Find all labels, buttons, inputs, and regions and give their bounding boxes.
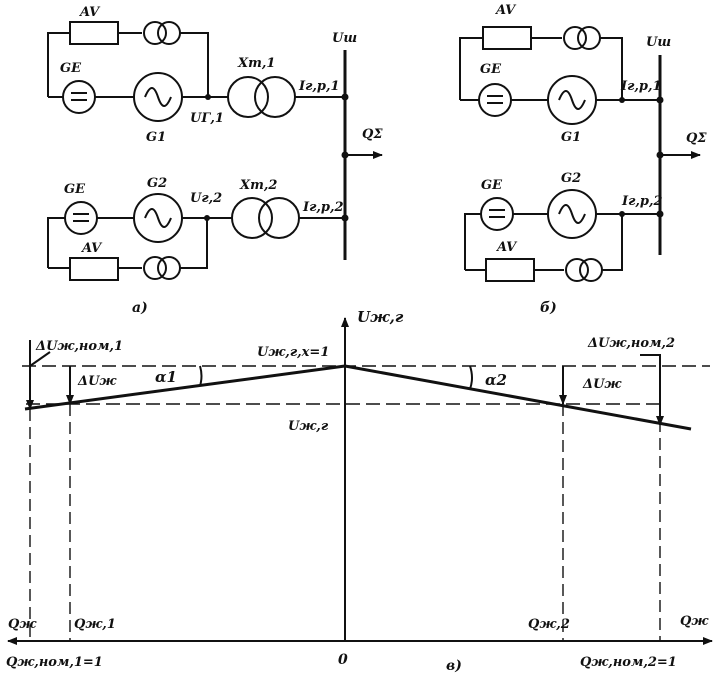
av-bot-wire-right: [180, 218, 208, 269]
droop-line-2: [344, 364, 692, 431]
b-ge-bot-icon: [480, 197, 514, 231]
label-q1: Qж,1: [74, 617, 116, 632]
b-av-bot-block: [485, 258, 535, 282]
av-top-wire-left: [47, 32, 70, 97]
alpha2-arc: [469, 365, 473, 390]
label-alpha2: α2: [485, 371, 507, 389]
transformer-2-icon: [231, 197, 300, 239]
ge-bot-wire: [47, 217, 65, 268]
alpha1-arc: [199, 365, 203, 387]
b-av-top-block: [482, 26, 532, 50]
label-g2: G2: [147, 176, 167, 191]
scheme-a: AV GE G1 UГ,1 Xт,1 Iг,р,1 Uш QΣ GE G2 Uг…: [47, 5, 383, 316]
transformer-1-icon: [227, 76, 296, 118]
caption-c: в): [446, 658, 462, 674]
generator-g2-icon: [133, 193, 183, 243]
b-av-top-wire-left: [459, 37, 483, 100]
b-label-q-sum: QΣ: [686, 131, 707, 146]
b-label-av-bot: AV: [495, 240, 518, 255]
label-q-right: Qж: [680, 614, 709, 629]
b-label-i-gp1: Iг,р,1: [620, 79, 662, 94]
node-u-g1: [205, 94, 211, 100]
b-ct-bot-icon: [565, 258, 603, 282]
label-av-top: AV: [78, 5, 101, 20]
label-q-sum-a: QΣ: [362, 127, 383, 142]
b-label-g2: G2: [561, 171, 581, 186]
bus-node-2: [341, 214, 349, 222]
label-g1: G1: [146, 130, 166, 145]
droop-line-1: [24, 364, 346, 411]
b-label-ge-top: GE: [480, 62, 502, 77]
b-ge-top-icon: [478, 83, 512, 117]
ge-bot-icon: [64, 201, 98, 235]
label-i-gp1: Iг,р,1: [298, 79, 340, 94]
b-ge-bot-wire: [464, 213, 481, 270]
b-node-g1: [619, 97, 625, 103]
ct-top-icon: [143, 21, 181, 45]
scheme-b: AV GE G1 Iг,р,1 Uш QΣ GE G2 Iг,р,2 AV б): [459, 3, 707, 316]
label-q-nom1: Qж,ном,1=1: [6, 655, 103, 670]
av-top-block: [69, 21, 119, 45]
caption-b: б): [540, 300, 557, 316]
b-av-top-wire-right: [600, 37, 623, 100]
label-u-gx: Uж,г,х=1: [257, 345, 329, 360]
b-label-u-sh: Uш: [646, 35, 671, 50]
label-i-gp2: Iг,р,2: [302, 200, 344, 215]
b-label-ge-bot: GE: [481, 178, 503, 193]
generator-g1-icon: [133, 72, 183, 122]
label-origin: 0: [338, 652, 348, 668]
caption-a: а): [132, 300, 148, 316]
label-y-axis: Uж,г: [357, 308, 404, 326]
label-av-bot: AV: [80, 241, 103, 256]
b-ct-top-icon: [563, 26, 601, 50]
ge-top-icon: [62, 80, 96, 114]
label-q2: Qж,2: [528, 617, 570, 632]
label-x-t2: Xт,2: [239, 178, 277, 193]
label-x-t1: Xт,1: [237, 56, 275, 71]
label-alpha1: α1: [155, 368, 177, 386]
av-top-wire-right: [180, 32, 209, 97]
du-nom1-leader: [29, 351, 51, 367]
label-q-left: Qж: [8, 617, 37, 632]
b-av-bot-wire-right: [602, 214, 623, 271]
av-bot-block: [69, 257, 119, 281]
label-du-nom2: ΔUж,ном,2: [587, 336, 675, 351]
b-label-i-gp2: Iг,р,2: [621, 194, 663, 209]
ct-bot-icon: [143, 256, 181, 280]
b-generator-g1-icon: [547, 75, 597, 125]
label-du-right: ΔUж: [582, 377, 622, 392]
label-ge-top: GE: [60, 61, 82, 76]
label-u-sh-a: Uш: [332, 31, 357, 46]
label-ge-bot: GE: [64, 182, 86, 197]
label-u-g1: UГ,1: [190, 111, 224, 126]
label-u-g2: Uг,2: [190, 191, 222, 206]
b-label-g1: G1: [561, 130, 581, 145]
label-du-left: ΔUж: [77, 374, 117, 389]
b-label-av-top: AV: [494, 3, 517, 18]
b-bus-node-2: [656, 210, 664, 218]
b-generator-g2-icon: [547, 189, 597, 239]
label-q-nom2: Qж,ном,2=1: [580, 655, 677, 670]
label-u-g: Uж,г: [288, 419, 329, 434]
characteristic-chart: Uж,г ΔUж,ном,1 ΔUж α1 Uж,г,х=1 Uж,г α2 Δ…: [6, 308, 713, 674]
du-nom2-leader: [640, 354, 661, 366]
label-du-nom1: ΔUж,ном,1: [35, 339, 123, 354]
